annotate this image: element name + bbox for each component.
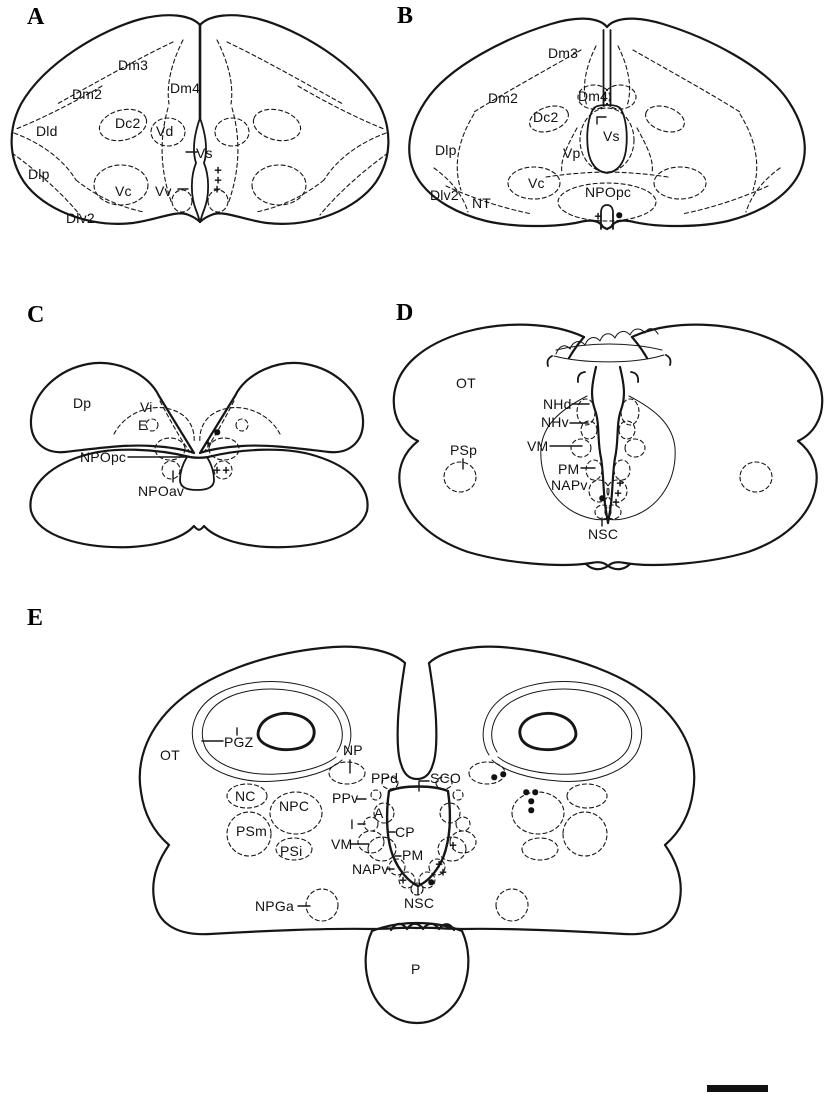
region-label-c-dp: Dp	[73, 395, 92, 411]
region-label-d-vm: VM	[527, 438, 549, 454]
region-label-e-nc: NC	[235, 788, 256, 804]
dot-symbol	[599, 495, 605, 501]
region-label-d-napv: NAPv	[551, 477, 588, 493]
region-label-e-pm: PM	[402, 847, 424, 863]
region-label-e-i: I	[350, 816, 355, 832]
dot-symbol	[532, 789, 538, 795]
dot-symbol	[500, 771, 506, 777]
region-label-a-vs: Vs	[196, 145, 213, 161]
panel-c-drawing	[29, 361, 369, 549]
region-label-b-dc2: Dc2	[533, 109, 559, 125]
region-label-a-vv: Vv	[155, 183, 172, 199]
region-label-a-dlv2: Dlv2	[66, 210, 95, 226]
region-label-c-e: E	[138, 417, 148, 433]
region-label-e-nsc: NSC	[404, 895, 435, 911]
region-label-d-nhd: NHd	[543, 396, 572, 412]
panel-a-drawing	[10, 14, 390, 225]
region-label-e-cp: CP	[395, 824, 415, 840]
plus-symbol: +	[435, 856, 443, 872]
plus-symbol: +	[222, 462, 230, 478]
region-label-c-npopc: NPOpc	[80, 449, 127, 465]
panel-letter-c: C	[27, 302, 45, 328]
region-label-b-vs: Vs	[603, 128, 620, 144]
panel-letter-b: B	[397, 3, 414, 29]
region-label-e-npga: NPGa	[255, 898, 294, 914]
plus-symbol: +	[213, 462, 221, 478]
region-label-d-pm: PM	[558, 461, 580, 477]
region-label-e-ppv: PPv	[332, 790, 359, 806]
region-label-e-a: A	[374, 805, 384, 821]
region-label-a-dm2: Dm2	[72, 86, 103, 102]
region-label-e-psi: PSi	[280, 843, 303, 859]
panel-d-drawing	[392, 323, 824, 571]
region-label-d-psp: PSp	[450, 442, 478, 458]
region-label-d-nsc: NSC	[588, 526, 619, 542]
panel-letter-a: A	[27, 4, 45, 30]
plus-symbol: +	[612, 494, 620, 510]
dot-symbol	[616, 212, 622, 218]
region-label-a-dld: Dld	[36, 123, 58, 139]
region-label-b-npopc: NPOpc	[585, 184, 632, 200]
plus-symbol: +	[214, 162, 222, 178]
region-label-b-vc: Vc	[528, 175, 545, 191]
region-label-e-sco: SCO	[430, 770, 461, 786]
panel-e-drawing	[138, 645, 696, 1025]
plus-symbol: +	[213, 181, 221, 197]
region-label-e-ppd: PPd	[371, 770, 399, 786]
dot-symbol	[528, 798, 534, 804]
panel-letter-e: E	[27, 605, 44, 631]
plus-symbol: +	[399, 872, 407, 888]
region-label-b-vp: Vp	[563, 145, 581, 161]
dot-symbol	[214, 429, 220, 435]
region-label-b-dm2: Dm2	[488, 90, 519, 106]
dot-symbol	[528, 807, 534, 813]
region-label-a-vd: Vd	[156, 123, 174, 139]
region-label-e-pgz: PGZ	[224, 734, 254, 750]
region-label-e-np: NP	[343, 742, 363, 758]
region-label-b-nt: NT	[472, 195, 492, 211]
region-label-e-vm: VM	[331, 836, 353, 852]
region-label-a-vc: Vc	[115, 183, 132, 199]
region-label-e-psm: PSm	[236, 823, 267, 839]
region-label-e-npc: NPC	[279, 798, 310, 814]
plus-symbol: +	[614, 485, 622, 501]
plus-symbol: +	[449, 837, 457, 853]
plus-symbol: +	[594, 208, 602, 224]
region-label-a-dlp: Dlp	[28, 166, 50, 182]
region-label-d-ot: OT	[456, 375, 476, 391]
plus-symbol: +	[439, 864, 447, 880]
region-label-a-dm4: Dm4	[170, 80, 201, 96]
plus-symbol: +	[214, 172, 222, 188]
region-label-b-dlv2: Dlv2	[430, 187, 459, 203]
dot-symbol	[428, 879, 434, 885]
region-label-e-p: P	[411, 961, 421, 977]
region-label-b-dlp: Dlp	[435, 142, 457, 158]
region-label-a-dm3: Dm3	[118, 57, 149, 73]
dot-symbol	[523, 789, 529, 795]
scale-bar	[707, 1085, 768, 1092]
region-label-a-dc2: Dc2	[115, 115, 141, 131]
region-label-e-ot: OT	[160, 747, 180, 763]
panel-b-drawing	[408, 17, 806, 231]
panel-letter-d: D	[396, 300, 414, 326]
region-label-b-dm4: Dm4	[578, 88, 609, 104]
region-label-c-npoav: NPOav	[138, 483, 185, 499]
plus-symbol: +	[204, 435, 212, 451]
plus-symbol: +	[616, 475, 624, 491]
dot-symbol	[491, 774, 497, 780]
region-label-c-vi: Vi	[140, 399, 153, 415]
region-label-b-dm3: Dm3	[548, 45, 579, 61]
region-label-e-napv: NAPv	[352, 861, 389, 877]
region-label-d-nhv: NHv	[541, 414, 569, 430]
